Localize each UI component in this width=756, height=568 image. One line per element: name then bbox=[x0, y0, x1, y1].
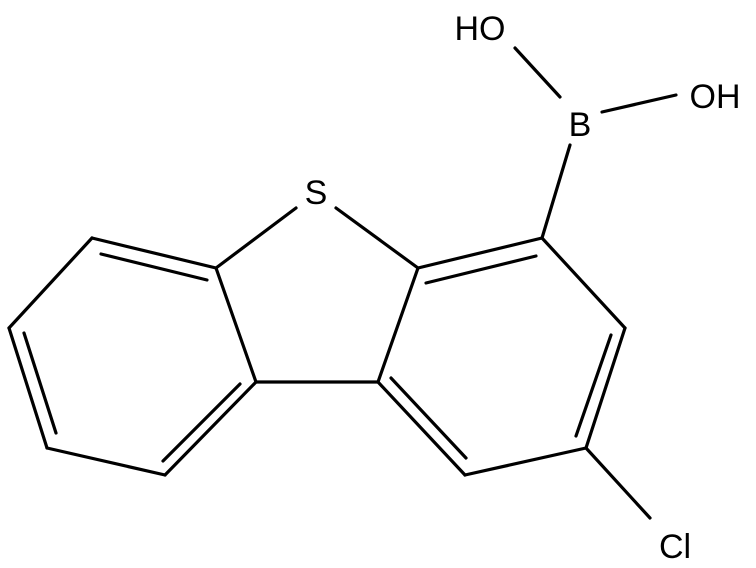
bond bbox=[600, 93, 678, 114]
bond bbox=[416, 236, 544, 270]
left-benzene-ring bbox=[7, 236, 258, 477]
boron-label: B bbox=[569, 106, 592, 144]
bond bbox=[389, 376, 468, 460]
bond bbox=[540, 236, 627, 330]
bond bbox=[463, 446, 588, 477]
bond bbox=[540, 143, 572, 240]
bond bbox=[574, 333, 613, 438]
right-benzene-ring bbox=[376, 236, 627, 477]
bond bbox=[163, 380, 258, 477]
bond bbox=[45, 446, 167, 477]
bond bbox=[161, 382, 242, 463]
bond bbox=[90, 236, 218, 270]
bond bbox=[584, 446, 652, 520]
bond bbox=[214, 206, 298, 270]
hydroxyl-label-right: OH bbox=[690, 78, 741, 116]
bond bbox=[376, 266, 420, 384]
bond bbox=[424, 254, 538, 285]
thiophene-ring bbox=[214, 206, 420, 384]
hydroxyl-label-left: HO bbox=[455, 10, 506, 48]
bond bbox=[376, 380, 467, 477]
bond bbox=[334, 206, 420, 270]
bond bbox=[7, 326, 49, 450]
bond bbox=[214, 266, 258, 384]
chlorine-label: Cl bbox=[659, 528, 691, 566]
bond bbox=[7, 236, 94, 330]
bond bbox=[584, 326, 627, 450]
bond bbox=[513, 46, 562, 99]
substituent-bonds bbox=[513, 46, 678, 520]
bond bbox=[99, 252, 209, 282]
bond bbox=[22, 331, 58, 435]
sulfur-label: S bbox=[305, 174, 328, 212]
